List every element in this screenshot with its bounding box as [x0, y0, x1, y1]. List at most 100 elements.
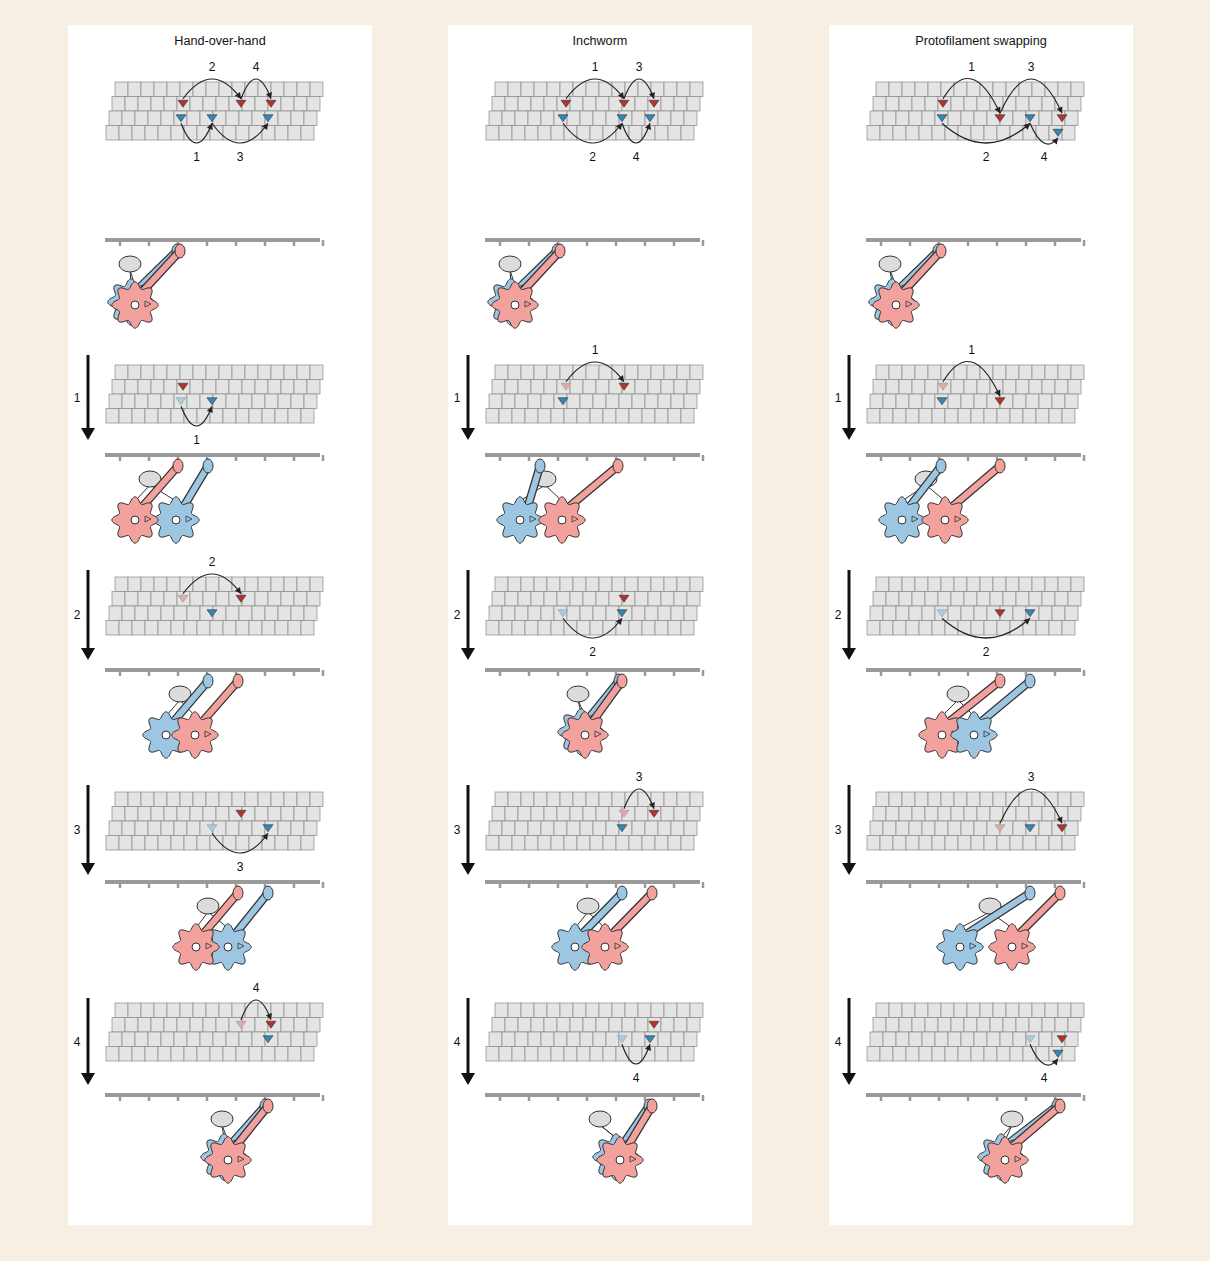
microtubule-tick	[528, 455, 531, 461]
neck-stalk	[910, 466, 941, 506]
microtubule-tick	[322, 240, 325, 246]
tubulin-subunit	[1019, 1003, 1032, 1018]
head-position-marker	[207, 825, 217, 832]
microtubule-tick	[673, 1095, 676, 1101]
tubulin-subunit	[922, 821, 935, 836]
tubulin-subunit	[951, 97, 964, 112]
tubulin-subunit	[873, 807, 886, 822]
tubulin-subunit	[297, 577, 310, 592]
tubulin-subunit	[489, 606, 502, 621]
neck-stalk	[593, 681, 622, 721]
tubulin-subunit	[977, 807, 990, 822]
tubulin-subunit	[938, 1018, 951, 1033]
tubulin-subunit	[268, 592, 281, 607]
head-position-marker	[619, 100, 629, 107]
microtubule-bar	[866, 880, 1081, 884]
tubulin-subunit	[167, 577, 180, 592]
step-arc	[183, 574, 241, 594]
step-arrow-head	[842, 1073, 856, 1085]
tubulin-subunit	[590, 621, 603, 636]
nucleotide-pocket	[898, 516, 906, 524]
tubulin-subunit	[987, 1032, 1000, 1047]
tubulin-subunit	[310, 365, 323, 380]
tubulin-subunit	[119, 126, 132, 141]
tubulin-subunit	[1016, 97, 1029, 112]
microtubule-tick	[148, 670, 151, 676]
tubulin-subunit	[1010, 621, 1023, 636]
tubulin-subunit	[505, 97, 518, 112]
tubulin-subunit	[954, 792, 967, 807]
tubulin-subunit	[893, 621, 906, 636]
tubulin-subunit	[226, 606, 239, 621]
tubulin-subunit	[880, 409, 893, 424]
tubulin-subunit	[229, 380, 242, 395]
tubulin-subunit	[1016, 592, 1029, 607]
step-arc-head	[616, 618, 622, 625]
motor-head	[205, 1137, 251, 1183]
tubulin-subunit	[993, 365, 1006, 380]
microtubule-tick	[206, 240, 209, 246]
tubulin-subunit	[534, 577, 547, 592]
step-number: 2	[983, 150, 990, 164]
tubulin-subunit	[971, 836, 984, 851]
tubulin-subunit	[997, 1047, 1010, 1062]
step-arc	[1000, 79, 1062, 113]
tubulin-subunit	[915, 792, 928, 807]
tubulin-subunit	[674, 380, 687, 395]
tubulin-subunit	[625, 1003, 638, 1018]
tubulin-subunit	[873, 380, 886, 395]
microtubule-tick	[909, 882, 912, 888]
tubulin-subunit	[570, 592, 583, 607]
step-arrow	[87, 570, 90, 649]
tubulin-subunit	[681, 836, 694, 851]
tubulin-subunit	[1055, 380, 1068, 395]
tubulin-subunit	[232, 792, 245, 807]
tubulin-subunit	[922, 394, 935, 409]
microtubule-binding-tip	[203, 459, 213, 473]
tubulin-subunit	[612, 577, 625, 592]
tubulin-subunit	[239, 111, 252, 126]
tubulin-subunit	[236, 126, 249, 141]
tubulin-subunit	[135, 111, 148, 126]
tubulin-subunit	[645, 606, 658, 621]
tubulin-subunit	[928, 577, 941, 592]
step-number: 2	[835, 608, 842, 622]
tubulin-subunit	[606, 606, 619, 621]
tubulin-subunit	[984, 126, 997, 141]
tubulin-subunit	[252, 394, 265, 409]
tubulin-subunit	[226, 111, 239, 126]
tubulin-subunit	[145, 836, 158, 851]
tubulin-subunit	[1023, 409, 1036, 424]
tubulin-subunit	[255, 1018, 268, 1033]
tubulin-subunit	[1065, 821, 1078, 836]
step-arc	[624, 789, 654, 809]
tubulin-subunit	[1062, 409, 1075, 424]
neck-stalk	[953, 466, 1000, 506]
tubulin-subunit	[216, 380, 229, 395]
tubulin-subunit	[668, 1047, 681, 1062]
microtubule-tick	[264, 240, 267, 246]
head-position-marker	[1025, 1036, 1035, 1043]
tubulin-subunit	[132, 126, 145, 141]
microtubule-tick	[996, 1095, 999, 1101]
tubulin-subunit	[889, 82, 902, 97]
step-number: 2	[589, 645, 596, 659]
head-position-marker	[937, 610, 947, 617]
head-marker	[238, 1156, 244, 1162]
tubulin-subunit	[1003, 592, 1016, 607]
tubulin-subunit	[531, 592, 544, 607]
nucleotide-pocket	[511, 301, 519, 309]
tubulin-subunit	[1006, 792, 1019, 807]
tubulin-subunit	[518, 1018, 531, 1033]
tubulin-subunit	[502, 394, 515, 409]
tubulin-subunit	[570, 380, 583, 395]
tubulin-subunit	[294, 380, 307, 395]
tubulin-subunit	[492, 1018, 505, 1033]
tubulin-subunit	[154, 577, 167, 592]
tubulin-subunit	[174, 821, 187, 836]
tubulin-subunit	[596, 380, 609, 395]
step-number: 1	[592, 60, 599, 74]
tubulin-subunit	[1065, 1032, 1078, 1047]
tubulin-subunit	[941, 82, 954, 97]
